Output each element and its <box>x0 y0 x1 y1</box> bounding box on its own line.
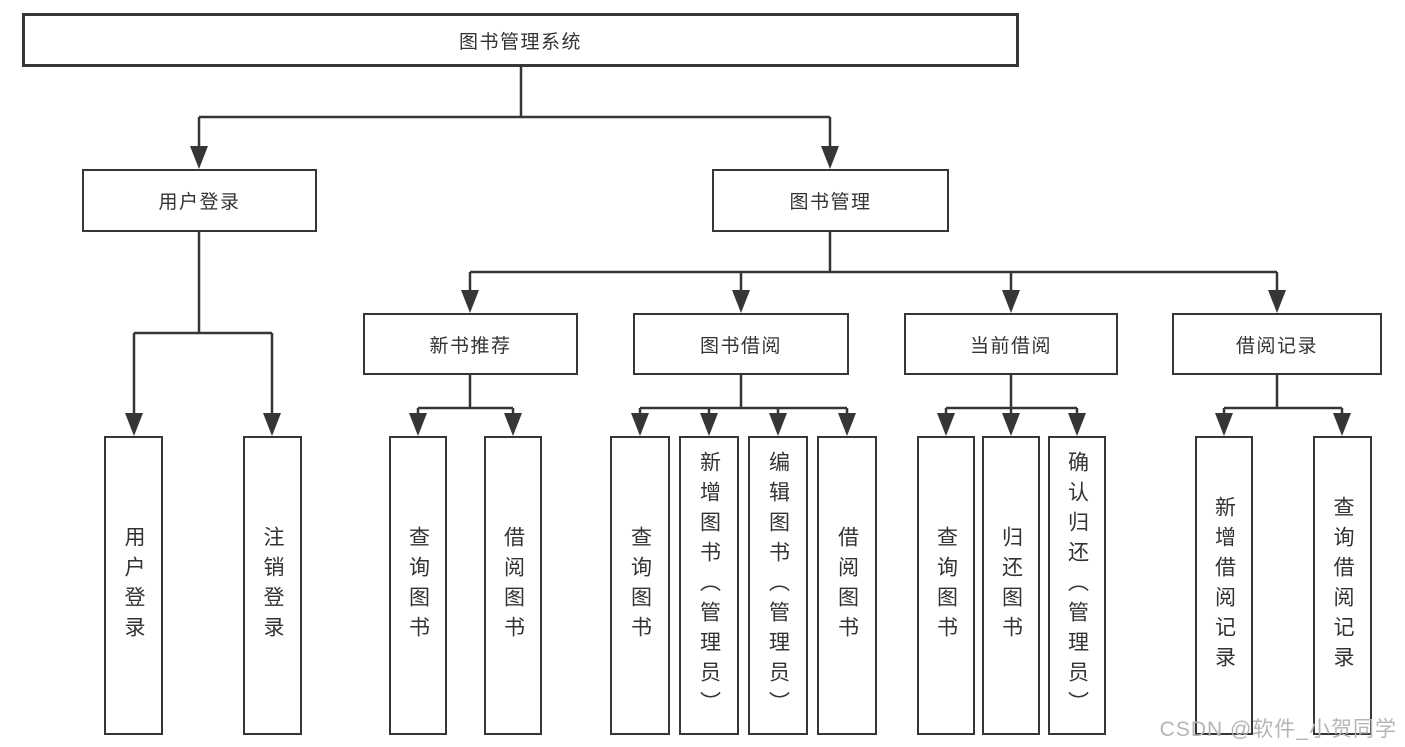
node-new-book-recommend: 新书推荐 <box>363 313 578 375</box>
node-book-management-label: 图书管理 <box>789 192 872 213</box>
node-root: 图书管理系统 <box>22 13 1019 67</box>
node-book-borrow: 图书借阅 <box>633 313 849 375</box>
leaf-query-books-recommend: 查询图书 <box>389 436 447 735</box>
leaf-query-borrow-record: 查询借阅记录 <box>1313 436 1372 735</box>
node-book-management: 图书管理 <box>712 169 949 232</box>
node-new-book-recommend-label: 新书推荐 <box>429 335 512 357</box>
leaf-add-books-admin: 新增图书（管理员） <box>679 436 739 735</box>
leaf-query-books-current: 查询图书 <box>917 436 975 735</box>
node-book-borrow-label: 图书借阅 <box>699 335 782 357</box>
leaf-logout: 注销登录 <box>243 436 302 735</box>
node-current-borrow: 当前借阅 <box>904 313 1118 375</box>
watermark: CSDN @软件_小贺同学 <box>1159 718 1397 741</box>
node-borrow-records: 借阅记录 <box>1172 313 1382 375</box>
node-root-label: 图书管理系统 <box>458 31 582 53</box>
leaf-add-borrow-record: 新增借阅记录 <box>1195 436 1253 735</box>
leaf-confirm-return-admin: 确认归还（管理员） <box>1048 436 1106 735</box>
node-current-borrow-label: 当前借阅 <box>969 335 1052 357</box>
node-user-login-label: 用户登录 <box>158 192 241 213</box>
leaf-edit-books-admin: 编辑图书（管理员） <box>748 436 808 735</box>
leaf-return-books: 归还图书 <box>982 436 1040 735</box>
leaf-borrow-books-recommend: 借阅图书 <box>484 436 542 735</box>
leaf-user-login: 用户登录 <box>104 436 163 735</box>
leaf-borrow-books: 借阅图书 <box>817 436 877 735</box>
leaf-query-books-borrow: 查询图书 <box>610 436 670 735</box>
node-user-login: 用户登录 <box>82 169 317 232</box>
node-borrow-records-label: 借阅记录 <box>1235 335 1318 357</box>
